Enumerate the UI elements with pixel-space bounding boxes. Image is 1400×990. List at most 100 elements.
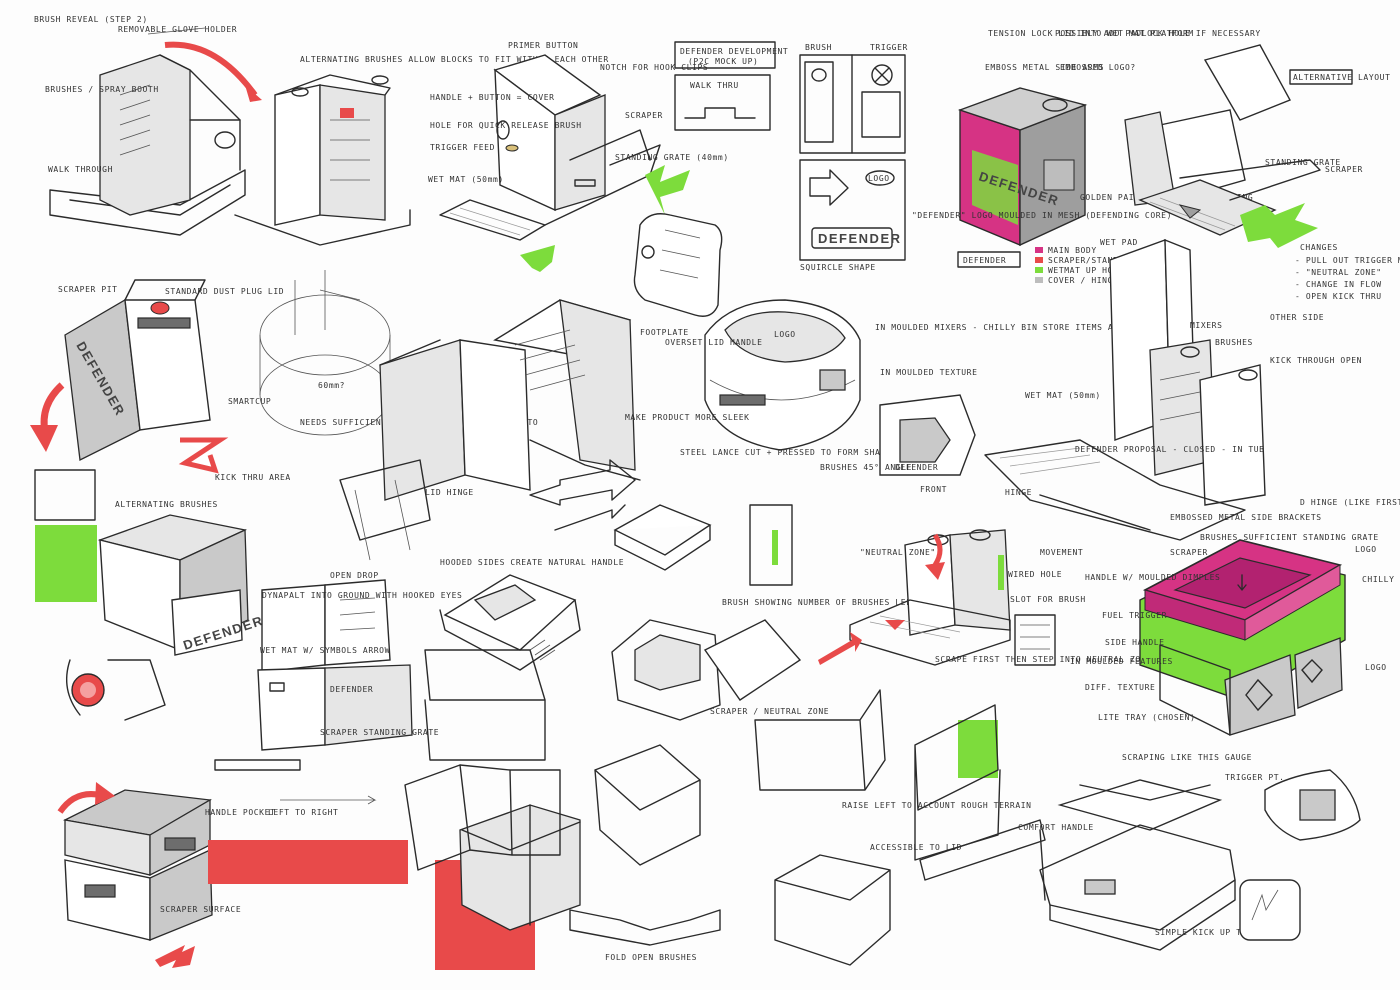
label-tension-lock: TENSION LOCK LID INTO WET MAT PLATFORM [988,29,1194,38]
box-walk-thru [674,74,771,131]
sketch-handle-slot [1239,879,1301,941]
legend-title-box [957,251,1021,268]
label-defender-logo-note: "DEFENDER" LOGO MOULDED IN MESH (DEFENDI… [912,211,1172,220]
label-scraper-pit: SCRAPER PIT [58,285,118,294]
label-alt-layout: ALTERNATIVE LAYOUT [1293,73,1391,82]
label-p2c-mockup: (P2C MOCK UP) [688,57,758,66]
legend-main: MAIN BODY [1048,246,1097,255]
sheet-title: BRUSH REVEAL (STEP 2) [34,15,148,24]
label-defender-mat: DEFENDER [330,685,373,694]
label-notch-hook: NOTCH FOR HOOK CLIPS [600,63,708,72]
sketch-cube-corner [594,744,701,866]
change-1: - PULL OUT TRIGGER MIXER [1295,256,1400,265]
label-neutral-zone: "NEUTRAL ZONE" [860,548,936,557]
label-alternating-brushes-2: ALTERNATING BRUSHES [115,500,218,509]
legend-swatch-main [1035,247,1043,253]
sketch-red-button [66,659,166,721]
label-emboss-metal: EMBOSS METAL SIDE ARMS [985,63,1104,72]
label-trigger-feed: TRIGGER FEED [430,143,495,152]
label-emboss-metal-2: EMBOSSED METAL SIDE BRACKETS [1170,513,1322,522]
label-trigger-pt: TRIGGER PT. [1225,773,1285,782]
label-defender-plate: DEFENDER [818,231,902,246]
sketch-bottom-open-hero [1039,779,1236,951]
label-moulded-texture: IN MOULDED TEXTURE [880,368,978,377]
sketch-handheld-unit [520,213,723,317]
label-alternating-brushes: ALTERNATING BRUSHES ALLOW BLOCKS TO FIT … [300,55,609,64]
label-simple-kick: SIMPLE KICK UP TO OPEN [1155,928,1274,937]
label-walk-thru: WALK THRU [690,81,739,90]
label-logo-squircle: LOGO [774,330,796,339]
label-60mm: 60mm? [318,381,345,390]
label-wired-hole: WIRED HOLE [1008,570,1062,579]
label-comfort-handle: COMFORT HANDLE [1018,823,1094,832]
label-standing-grate-2: STANDING GRATE [1265,158,1341,167]
sketch-brush-reveal-box [339,299,641,561]
label-moulded-features: IN MOULDED FEATURES [1070,657,1173,666]
label-mixers: MIXERS [1190,321,1223,330]
label-brushes-right: BRUSHES [1215,338,1253,347]
label-chilly-bin: CHILLY BIN [1362,575,1400,584]
label-overset-lid: OVERSET LID HANDLE [665,338,763,347]
label-hinge: HINGE [1005,488,1032,497]
label-raise-left: RAISE LEFT TO ACCOUNT ROUGH TERRAIN [842,801,1032,810]
legend-swatch-wetmat [1035,267,1043,273]
label-steel-lance: STEEL LANCE CUT + PRESSED TO FORM SHAPE [680,448,891,457]
sketch-neutral-zone-unit [818,529,1011,666]
label-standing-grate: STANDING GRATE (40mm) [615,153,729,162]
label-brushes-45: BRUSHES 45° ANGLE [820,463,912,472]
change-3: - CHANGE IN FLOW [1295,280,1382,289]
label-lite-tray: LITE TRAY (CHOSEN) [1098,713,1196,722]
sketch-squircle-unit: LOGO [704,299,861,451]
sketch-wedge [424,649,546,761]
green-swatch-tray [958,720,998,778]
sketch-tablet [613,504,712,571]
label-smartcup: SMARTCUP [228,397,271,406]
label-scraping-like: SCRAPING LIKE THIS GAUGE [1122,753,1252,762]
label-brush: BRUSH [805,43,832,52]
sketch-alternating-box [234,74,411,246]
change-2: - "NEUTRAL ZONE" [1295,268,1382,277]
label-hooded-sides: HOODED SIDES CREATE NATURAL HANDLE [440,558,624,567]
label-brush-showing: BRUSH SHOWING NUMBER OF BRUSHES LEFT [722,598,917,607]
label-front: FRONT [920,485,947,494]
label-defender-dev: DEFENDER DEVELOPMENT [680,47,788,56]
sketch-tall-proposal [984,238,1266,541]
sketch-vent-panel [1014,614,1056,666]
label-defender-proposal: DEFENDER PROPOSAL - CLOSED - IN TUB [1075,445,1265,454]
label-handle-button: HANDLE + BUTTON = COVER [430,93,555,102]
label-scrape-first: SCRAPE FIRST THEN STEP INTO NEUTRAL ZONE [935,655,1152,664]
label-hole-brushes: HOLE FOR QUICK RELEASE BRUSH [430,121,582,130]
label-fold-open: FOLD OPEN BRUSHES [605,953,697,962]
label-d-hinge: D HINGE (LIKE FIRST MOTION) [1300,498,1400,507]
label-open-drop: OPEN DROP [330,571,379,580]
sketch-hero-unit [1139,539,1346,736]
label-wetmat-arrow: WET MAT W/ SYMBOLS ARROW [260,646,390,655]
label-dynamic-arm: DYNAPALT INTO GROUND WITH HOOKED EYES [262,591,462,600]
label-moulded-mixer: IN MOULDED MIXERS - CHILLY BIN STORE ITE… [875,323,1140,332]
label-squircle: SQUIRCLE SHAPE [800,263,876,272]
label-scraper-top: SCRAPER [625,111,663,120]
label-wet-pad: WET PAD [1100,238,1138,247]
box-alt-layout [1289,69,1353,85]
sketch-open-tray [703,619,802,701]
sketch-green-block: DEFENDER [34,469,265,656]
label-logo-hero: LOGO [1355,545,1377,554]
label-wet-mat-2: WET MAT (50mm) [1025,391,1101,400]
label-other-side: OTHER SIDE [1270,313,1324,322]
label-scraper-surface: SCRAPER SURFACE [160,905,241,914]
label-scraper-neutral: SCRAPER / NEUTRAL ZONE [710,707,829,716]
label-trigger: TRIGGER [870,43,908,52]
legend-swatch-cover [1035,277,1043,283]
sketch-raise-block [754,689,886,791]
label-logo-small: LOGO [868,174,890,183]
legend-scraper: SCRAPER/STAND GRATE [1048,256,1151,265]
label-logo-right: LOGO [1365,663,1387,672]
label-fuel-trigger: FUEL TRIGGER [1102,611,1167,620]
arrow-left-right [529,459,636,531]
sketch-alt-layout [1124,44,1321,248]
label-side-handle: SIDE HANDLE [1105,638,1165,647]
label-scraper-stand: SCRAPER STANDING GRATE [320,728,439,737]
label-walk-through: WALK THROUGH [48,165,113,174]
